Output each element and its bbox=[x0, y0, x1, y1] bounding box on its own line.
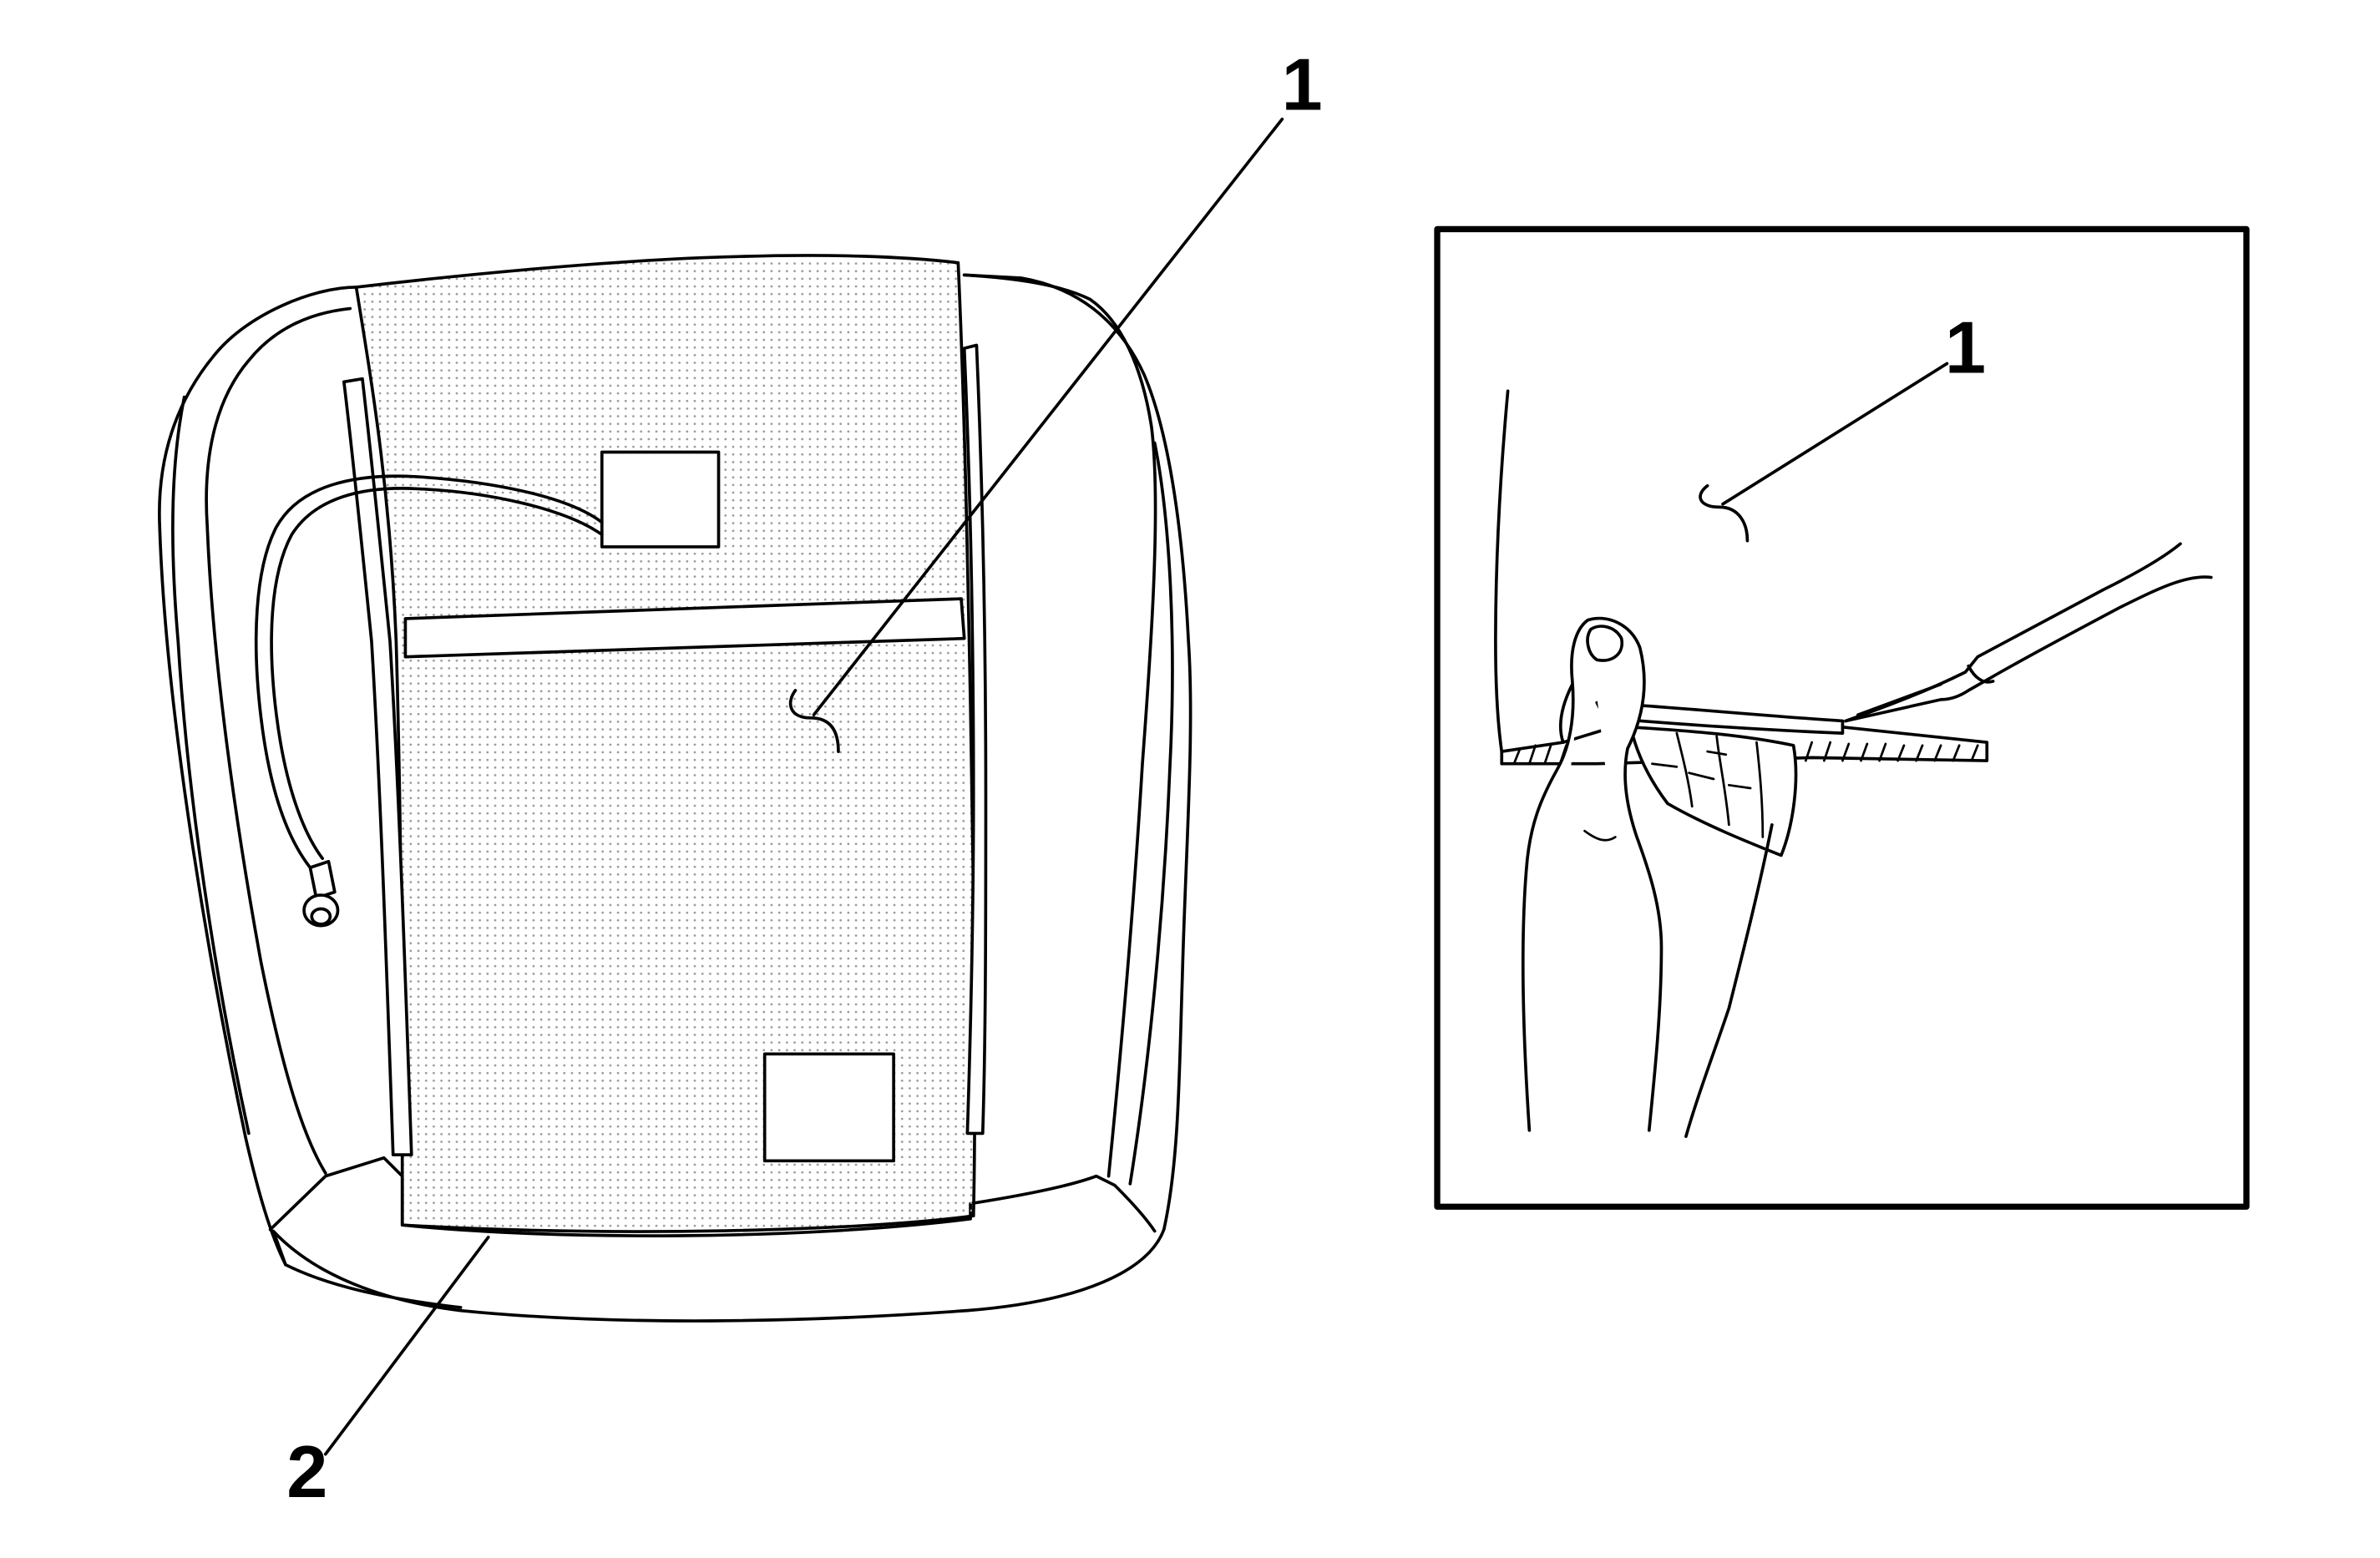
left-wire-channel bbox=[342, 377, 413, 1156]
inset-thumb-crease bbox=[1583, 829, 1617, 842]
main-callout-1-marker bbox=[788, 689, 840, 753]
inset-frame bbox=[1434, 225, 2250, 1210]
inset-callout-1-leader bbox=[1721, 362, 1949, 506]
cushion-left-bolster bbox=[205, 306, 352, 1175]
inset-mat-fold-lines bbox=[1651, 731, 1765, 838]
cushion-front-roll bbox=[268, 1156, 1157, 1237]
main-callout-2-leader bbox=[323, 1235, 490, 1456]
main-callout-1-label: 1 bbox=[1282, 43, 1323, 126]
inset-peeled-mat bbox=[1595, 701, 1845, 735]
heater-harness-wire bbox=[254, 474, 604, 869]
cushion-left-bolster-edge bbox=[171, 395, 251, 1136]
inset-mat-fold bbox=[1628, 725, 1798, 857]
cushion-front-roll-lower bbox=[284, 1262, 463, 1309]
cushion-right-bolster-edge bbox=[1128, 441, 1174, 1186]
inset-detail bbox=[1434, 225, 2250, 1210]
cushion-cover-outline bbox=[158, 273, 1193, 1323]
main-callout-1-leader bbox=[812, 117, 1284, 716]
inset-thumbnail bbox=[1586, 625, 1624, 662]
heater-harness-wire-outer bbox=[270, 487, 604, 860]
harness-connector bbox=[302, 859, 340, 928]
inset-callout-1-label: 1 bbox=[1945, 306, 1986, 389]
right-wire-channel bbox=[962, 343, 988, 1136]
main-callout-2-label: 2 bbox=[286, 1430, 327, 1513]
heater-connector-pad bbox=[600, 450, 721, 549]
inset-cover-edge bbox=[1494, 389, 1510, 753]
seat-cushion-illustration bbox=[158, 117, 1284, 1456]
inset-hand bbox=[1521, 616, 1774, 1138]
heater-sensor-pad bbox=[762, 1052, 895, 1163]
inset-callout-1-marker bbox=[1699, 483, 1750, 543]
heater-mat-seam-band bbox=[403, 597, 966, 659]
cushion-right-bolster bbox=[962, 273, 1157, 1178]
